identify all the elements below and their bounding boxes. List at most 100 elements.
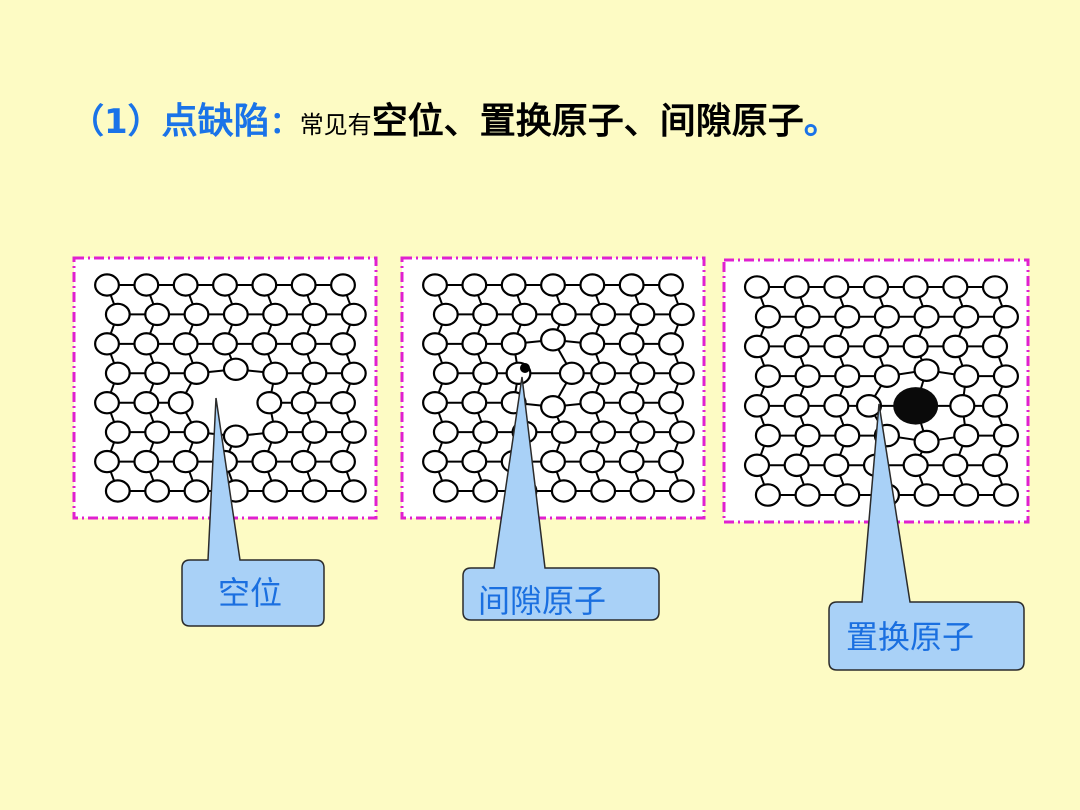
lattice-atom [473, 480, 497, 501]
lattice-atom [502, 274, 526, 295]
lattice-atom [252, 333, 276, 354]
lattice-atom [864, 336, 888, 357]
lattice-atom [473, 304, 497, 325]
lattice-atom [824, 395, 848, 416]
lattice-atom [796, 425, 820, 446]
lattice-atom [983, 395, 1007, 416]
substitution-callout-label: 置换原子 [846, 612, 974, 658]
lattice-atom [292, 274, 316, 295]
lattice-atom [835, 306, 859, 327]
lattice-atom [943, 336, 967, 357]
lattice-atom [263, 422, 287, 443]
lattice-atom [659, 333, 683, 354]
lattice-atom [257, 392, 281, 413]
lattice-atom [331, 451, 355, 472]
lattice-atom [263, 363, 287, 384]
lattice-atom [502, 333, 526, 354]
lattice-atom [185, 304, 209, 325]
lattice-atom [756, 306, 780, 327]
lattice-atom [263, 304, 287, 325]
interstitial-lattice-panel [402, 258, 704, 518]
lattice-atom [252, 451, 276, 472]
title-defect-types: 空位、置换原子、间隙原子 [372, 92, 804, 144]
lattice-atom [670, 480, 694, 501]
lattice-atom [331, 274, 355, 295]
title-period: 。 [804, 92, 840, 144]
lattice-atom [857, 395, 881, 416]
lattice-atom [434, 363, 458, 384]
lattice-atom [994, 306, 1018, 327]
lattice-atom [591, 422, 615, 443]
lattice-atom [185, 422, 209, 443]
lattice-atom [875, 365, 899, 386]
lattice-atom [423, 451, 447, 472]
lattice-atom [462, 451, 486, 472]
lattice-atom [659, 451, 683, 472]
lattice-atom [954, 365, 978, 386]
lattice-atom [785, 336, 809, 357]
lattice-atom [462, 392, 486, 413]
lattice-atom [213, 274, 237, 295]
lattice-atom [659, 274, 683, 295]
lattice-atom [434, 304, 458, 325]
lattice-atom [580, 274, 604, 295]
lattice-atom [342, 480, 366, 501]
lattice-atom [134, 392, 158, 413]
lattice-atom [954, 484, 978, 505]
lattice-atom [303, 422, 327, 443]
lattice-atom [670, 363, 694, 384]
lattice-atom [552, 480, 576, 501]
lattice-atom [915, 484, 939, 505]
lattice-atom [552, 422, 576, 443]
lattice-atom [785, 455, 809, 476]
lattice-atom [796, 306, 820, 327]
lattice-atom [954, 425, 978, 446]
lattice-atom [342, 363, 366, 384]
lattice-atom [994, 425, 1018, 446]
lattice-atom [174, 274, 198, 295]
lattice-atom [785, 276, 809, 297]
lattice-atom [434, 422, 458, 443]
lattice-atom [541, 274, 565, 295]
lattice-atom [591, 363, 615, 384]
lattice-atom [303, 363, 327, 384]
lattice-atom [580, 333, 604, 354]
lattice-atom [423, 274, 447, 295]
lattice-atom [620, 333, 644, 354]
lattice-atom [824, 455, 848, 476]
lattice-atom [631, 304, 655, 325]
lattice-atom [670, 422, 694, 443]
lattice-atom [145, 480, 169, 501]
lattice-atom [591, 480, 615, 501]
title-number: （1） [70, 94, 162, 143]
lattice-atom [145, 422, 169, 443]
title-intro: 常见有 [300, 105, 372, 140]
lattice-atom [670, 304, 694, 325]
lattice-atom [631, 363, 655, 384]
lattice-atom [541, 396, 565, 417]
lattice-atom [95, 392, 119, 413]
lattice-atom [342, 422, 366, 443]
lattice-atom [292, 392, 316, 413]
lattice-atom [631, 422, 655, 443]
lattice-atom [745, 395, 769, 416]
lattice-atom [983, 336, 1007, 357]
lattice-atom [462, 333, 486, 354]
lattice-atom [756, 484, 780, 505]
lattice-atom [434, 480, 458, 501]
lattice-atom [213, 333, 237, 354]
lattice-atom [745, 276, 769, 297]
lattice-atom [224, 426, 248, 447]
lattice-atom [185, 480, 209, 501]
lattice-atom [473, 422, 497, 443]
lattice-atom [292, 333, 316, 354]
lattice-atom [620, 451, 644, 472]
slide-title: （1） 点缺陷 ： 常见有 空位、置换原子、间隙原子 。 [70, 92, 840, 156]
vacancy-callout-label: 空位 [218, 568, 282, 614]
lattice-atom [943, 455, 967, 476]
lattice-atom [756, 425, 780, 446]
lattice-atom [796, 365, 820, 386]
lattice-atom [95, 274, 119, 295]
lattice-atom [106, 304, 130, 325]
lattice-atom [169, 392, 193, 413]
